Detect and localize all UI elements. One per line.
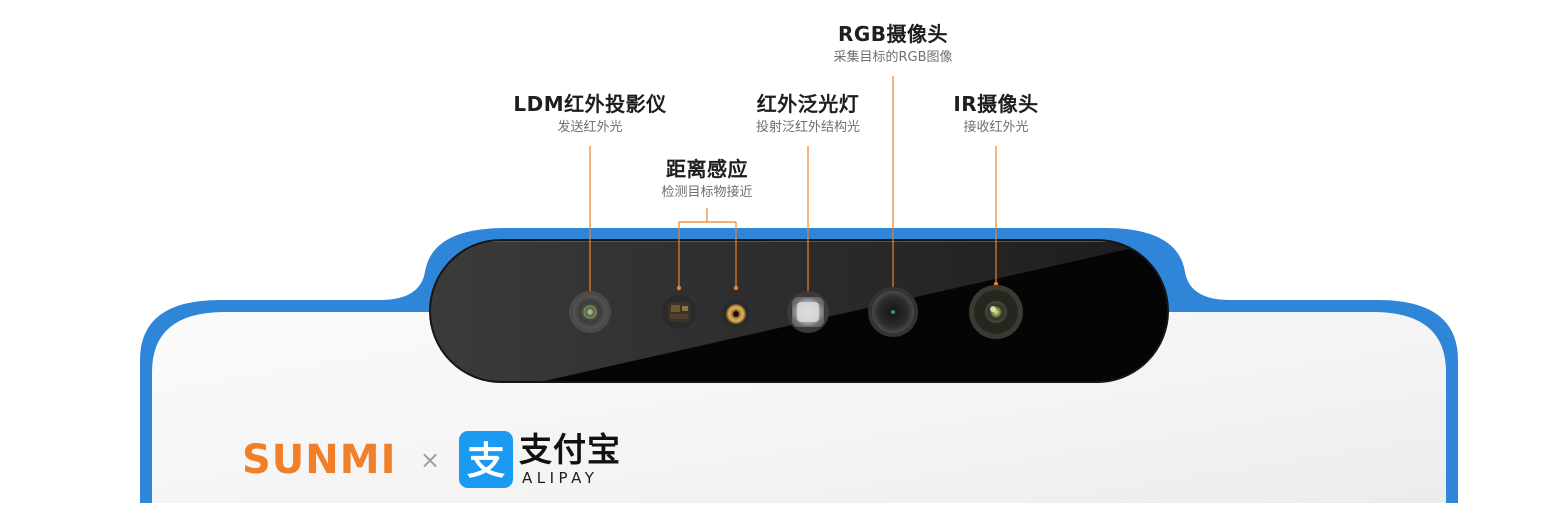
callout-ldm-projector: LDM红外投影仪 发送红外光: [513, 92, 666, 137]
callout-description: 发送红外光: [557, 120, 623, 135]
alipay-wordmark: 支付宝: [519, 430, 621, 469]
callout-title: 距离感应: [665, 157, 748, 181]
alipay-wordmark-en: ALIPAY: [522, 469, 599, 487]
sunmi-logo: SUNMI: [242, 437, 397, 483]
ldm-projector-lens: [569, 291, 611, 333]
callout-description: 采集目标的RGB图像: [833, 50, 953, 65]
alipay-glyph: 支: [467, 439, 505, 483]
callout-ir-camera: IR摄像头 接收红外光: [953, 92, 1038, 137]
callout-title: 红外泛光灯: [756, 92, 860, 116]
callout-description: 投射泛红外结构光: [755, 120, 861, 135]
cobrand-separator: ×: [420, 446, 441, 474]
flood-illuminator-lens: [787, 291, 829, 333]
alipay-logo-icon: 支: [459, 431, 513, 488]
callout-description: 接收红外光: [963, 120, 1029, 135]
callout-title: RGB摄像头: [837, 22, 949, 46]
callout-title: LDM红外投影仪: [513, 92, 667, 116]
rgb-camera-lens: [868, 287, 918, 337]
callout-title: IR摄像头: [953, 92, 1039, 116]
ir-camera-lens: [969, 285, 1023, 339]
proximity-emitter: [722, 300, 750, 328]
proximity-sensor: [662, 295, 696, 329]
callout-description: 检测目标物接近: [661, 185, 753, 200]
callout-rgb-camera: RGB摄像头 采集目标的RGB图像: [833, 22, 952, 67]
callout-proximity-sensor: 距离感应 检测目标物接近: [661, 157, 752, 202]
callout-flood-illuminator: 红外泛光灯 投射泛红外结构光: [756, 92, 860, 137]
